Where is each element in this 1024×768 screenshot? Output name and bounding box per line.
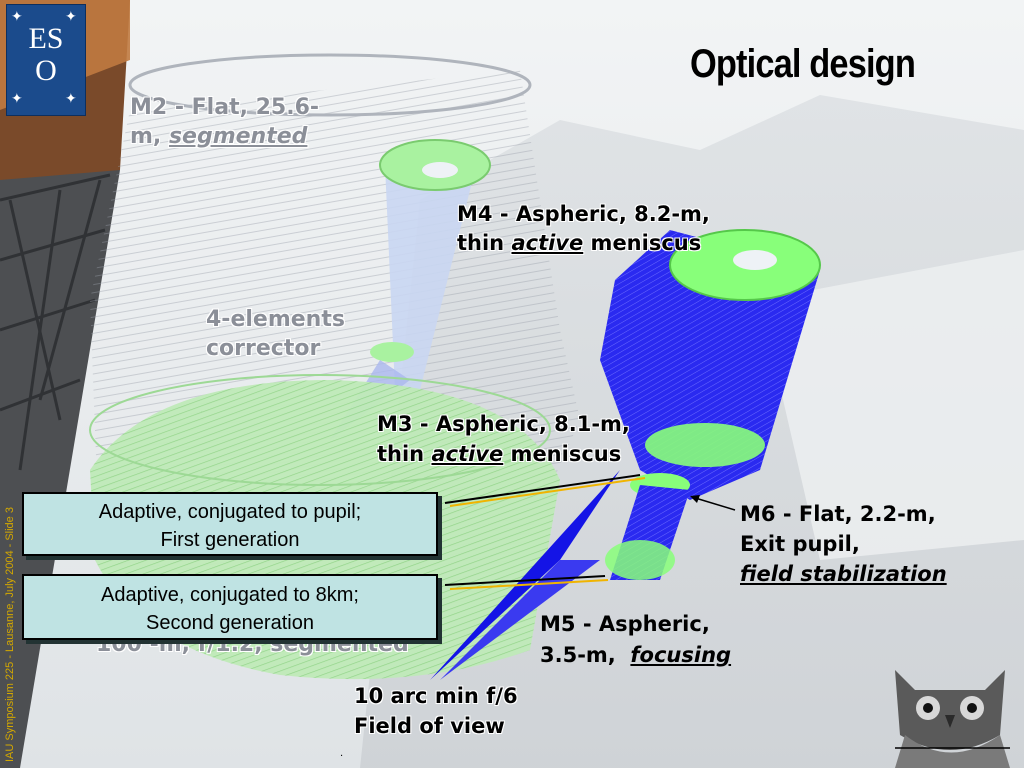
- snow-slope: [760, 250, 1024, 560]
- m4-emphasis: active: [511, 231, 584, 255]
- footer-dot: .: [340, 748, 344, 759]
- logo-star-icon: ✦: [11, 91, 23, 107]
- logo-star-icon: ✦: [65, 9, 77, 25]
- logo-star-icon: ✦: [11, 9, 23, 25]
- m3-emphasis: active: [431, 442, 504, 466]
- box-connectors: [444, 474, 646, 590]
- second-generation-box: Adaptive, conjugated to 8km; Second gene…: [22, 574, 438, 640]
- slide-title: Optical design: [690, 42, 916, 86]
- m4-label-line1: M4 - Aspheric, 8.2-m,: [457, 202, 710, 226]
- fov-label-line1: 10 arc min f/6: [354, 684, 518, 708]
- m3-label-line1: M3 - Aspheric, 8.1-m,: [377, 412, 630, 436]
- first-box-line2: First generation: [160, 529, 300, 551]
- m6-label: M6 - Flat, 2.2-m, Exit pupil, field stab…: [740, 499, 947, 589]
- dome-truss: [0, 173, 111, 471]
- m2-emphasis: segmented: [168, 124, 308, 149]
- m5-label-line1: M5 - Aspheric,: [540, 612, 710, 636]
- m4-label: M4 - Aspheric, 8.2-m, thin active menisc…: [457, 200, 710, 258]
- second-box-line1: Adaptive, conjugated to 8km;: [101, 584, 359, 606]
- m5-label-line2: 3.5-m, focusing: [540, 643, 732, 667]
- m4-label-line2: thin active meniscus: [457, 231, 702, 255]
- first-box-line1: Adaptive, conjugated to pupil;: [98, 501, 362, 523]
- m3-label-line2: thin active meniscus: [377, 442, 622, 466]
- m6-label-line2: Exit pupil,: [740, 532, 860, 556]
- m2-label: M2 - Flat, 25.6- m, segmented: [130, 93, 319, 151]
- corrector-label-line2: corrector: [206, 336, 321, 361]
- m5-label: M5 - Aspheric, 3.5-m, focusing: [540, 609, 731, 671]
- m3-label: M3 - Aspheric, 8.1-m, thin active menisc…: [377, 409, 630, 469]
- eso-logo: ✦ ✦ ✦ ✦ ES O: [6, 4, 86, 116]
- side-caption-text: IAU Symposium 225 - Lausanne, July 2004 …: [4, 507, 16, 762]
- fov-label-line2: Field of view: [354, 714, 505, 738]
- m2-label-line1: M2 - Flat, 25.6-: [130, 95, 320, 120]
- field-of-view-label: 10 arc min f/6 Field of view: [354, 681, 518, 741]
- blue-ray-tower: [430, 229, 821, 680]
- logo-star-icon: ✦: [65, 91, 77, 107]
- second-box-line2: Second generation: [146, 612, 314, 634]
- corrector-label-line1: 4-elements: [206, 307, 345, 332]
- m6-pointer-arrow: [690, 495, 736, 511]
- m5-emphasis: focusing: [630, 643, 732, 667]
- corrector-label: 4-elements corrector: [206, 305, 345, 363]
- first-generation-box: Adaptive, conjugated to pupil; First gen…: [22, 492, 438, 556]
- logo-text-o: O: [35, 54, 57, 87]
- owl-mascot: [895, 670, 1010, 768]
- logo-text-es: ES: [28, 22, 64, 55]
- slide-side-caption: IAU Symposium 225 - Lausanne, July 2004 …: [2, 392, 18, 762]
- m2-label-line2: m, segmented: [130, 124, 308, 149]
- m6-label-line1: M6 - Flat, 2.2-m,: [740, 502, 936, 526]
- m6-label-line3: field stabilization: [740, 562, 947, 586]
